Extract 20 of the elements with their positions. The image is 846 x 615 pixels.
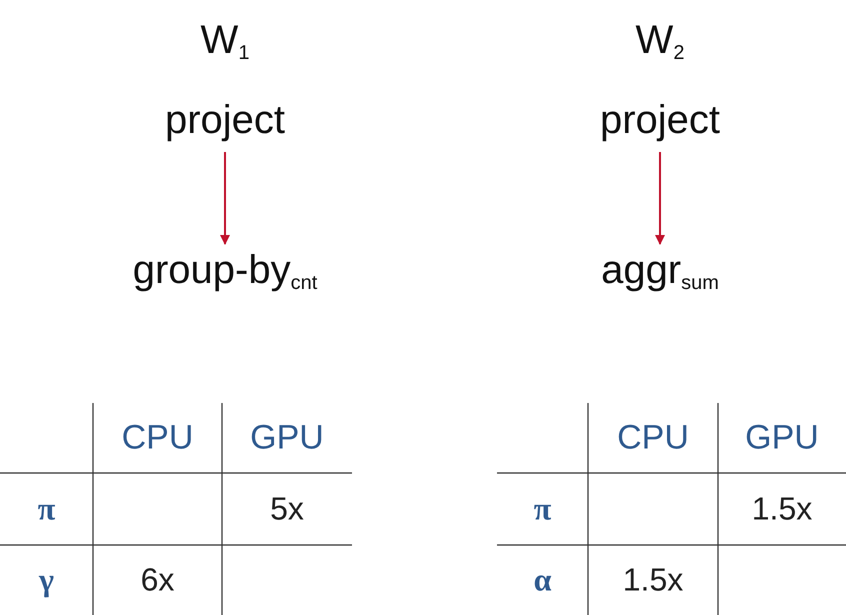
column-header: CPU	[122, 419, 194, 457]
row-header: γ	[39, 562, 54, 598]
column-header: GPU	[745, 419, 819, 457]
workload-title: W$_{2}$	[636, 18, 684, 64]
row-header: α	[534, 562, 552, 598]
operator-label: aggr$_{sum}$	[601, 248, 719, 294]
speedup-value: 6x	[140, 562, 174, 598]
column-header: CPU	[617, 419, 689, 457]
arrow	[220, 152, 230, 245]
row-header: π	[534, 491, 552, 527]
operator-label: group-by$_{cnt}$	[132, 248, 318, 294]
operator-label: project	[164, 98, 286, 142]
workload-title: W$_{1}$	[200, 18, 250, 64]
arrow	[655, 152, 665, 245]
column-header: GPU	[250, 419, 324, 457]
speedup-value: 5x	[270, 491, 304, 527]
speedup-value: 1.5x	[752, 491, 812, 527]
speedup-value: 1.5x	[622, 562, 684, 598]
row-header: π	[38, 491, 56, 527]
operator-label: project	[600, 98, 720, 142]
